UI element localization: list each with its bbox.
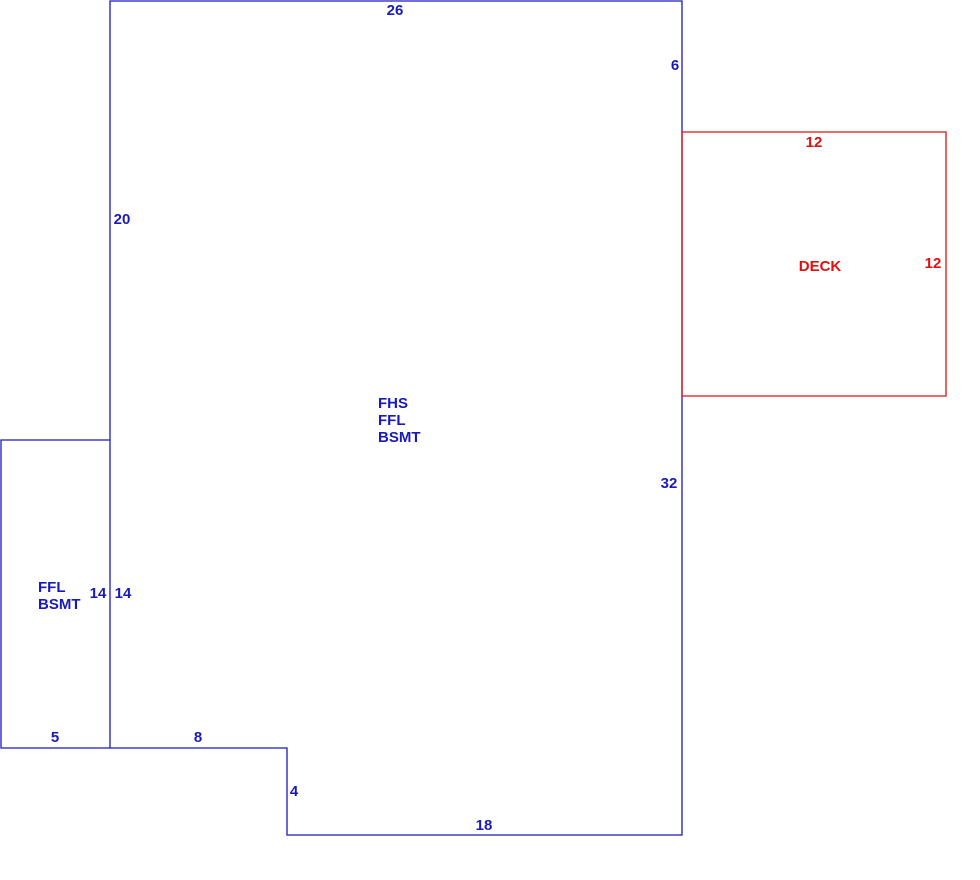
house-bottom-dimension: 18 (476, 817, 493, 834)
house-left-dimension: 20 (114, 211, 131, 228)
deck-right-dimension: 12 (925, 255, 942, 272)
house-label-line-2: FFL (378, 412, 406, 429)
house-right-upper-dimension: 6 (671, 57, 679, 74)
house-label-line-3: BSMT (378, 429, 421, 446)
deck-top-dimension: 12 (806, 134, 823, 151)
deck-label: DECK (799, 258, 842, 275)
annex-label-line-1: FFL (38, 579, 66, 596)
house-label-line-1: FHS (378, 395, 408, 412)
annex-label-line-2: BSMT (38, 596, 81, 613)
deck-outline (681, 131, 947, 397)
house-step-height-dimension: 4 (290, 783, 299, 800)
house-right-lower-dimension: 32 (661, 475, 678, 492)
house-bottom-step-dimension: 8 (194, 729, 202, 746)
annex-outline (0, 439, 110, 749)
annex-height-outer-dimension: 14 (90, 585, 107, 602)
annex-height-inner-dimension: 14 (115, 585, 132, 602)
annex-bottom-dimension: 5 (51, 729, 59, 746)
house-top-dimension: 26 (387, 2, 404, 19)
